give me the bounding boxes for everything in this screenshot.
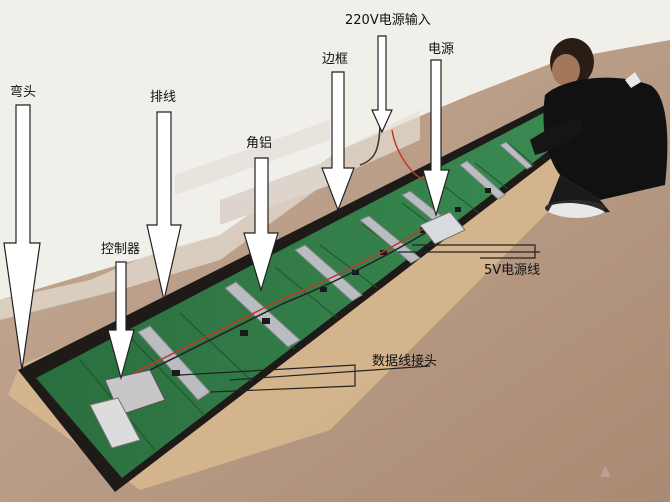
label-bend: 弯头 [10, 85, 37, 100]
label-psu: 电源 [428, 42, 455, 57]
worker-figure [530, 38, 668, 218]
floor-shadow [0, 110, 420, 320]
arrow-bend [3, 104, 41, 371]
label-data-connector: 数据线接头 [372, 354, 438, 369]
label-angle-aluminum: 角铝 [246, 136, 273, 151]
stair-step-2 [220, 160, 330, 225]
callout-line-data [179, 364, 431, 393]
label-5v-wire: 5V电源线 [484, 263, 541, 278]
power-supply-box [419, 211, 466, 245]
label-controller: 控制器 [101, 242, 141, 257]
arrow-psu [422, 59, 450, 218]
ribbon-cable [89, 397, 141, 449]
arrow-220v-input [371, 35, 393, 134]
label-220v-input: 220V电源输入 [345, 13, 431, 28]
module-chips [150, 188, 491, 390]
arrow-angle-aluminum [243, 157, 279, 293]
label-ribbon: 排线 [150, 90, 177, 105]
stair-step-1 [175, 120, 330, 195]
arrow-frame [321, 71, 355, 212]
label-frame: 边框 [322, 52, 349, 67]
arrow-controller [107, 261, 135, 381]
cables [109, 119, 433, 390]
watermark-mark: ▲ [600, 463, 611, 479]
arrow-ribbon [146, 111, 182, 301]
callout-line-5v [398, 244, 540, 259]
